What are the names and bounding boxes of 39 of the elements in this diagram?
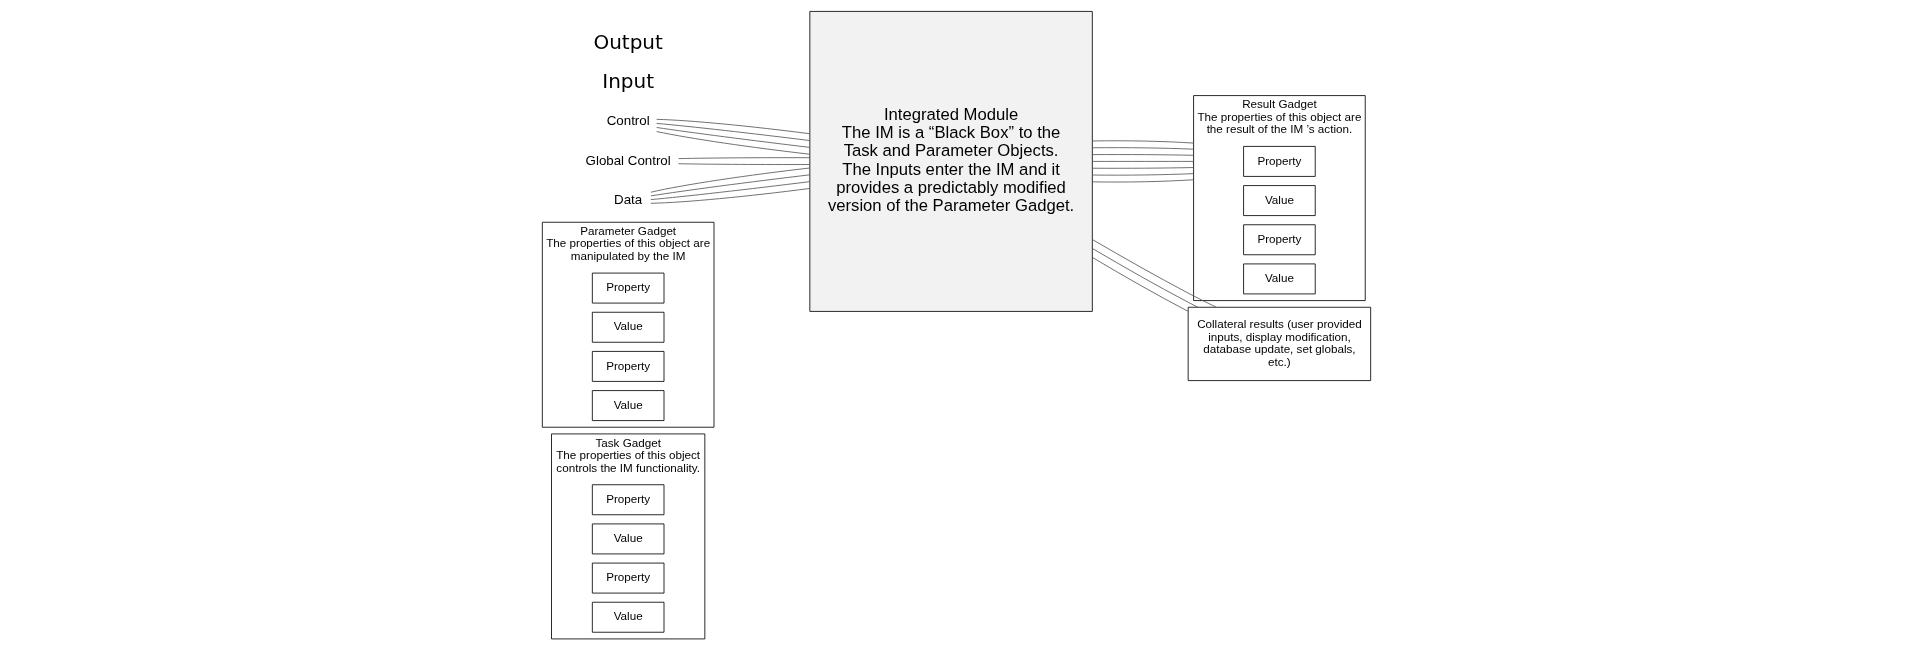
connector <box>656 131 810 155</box>
node-box: Property <box>1243 224 1316 256</box>
node-box: Value <box>591 390 665 421</box>
connector <box>650 167 811 193</box>
node-box: Value <box>1243 185 1316 216</box>
node-box: Collateral results (user provided inputs, display modification, database update, set globals, etc.) <box>1187 306 1372 381</box>
node-box: Value <box>591 523 665 555</box>
connector <box>678 163 811 165</box>
node-box: Property <box>591 484 665 516</box>
connector <box>650 181 811 200</box>
node-text: Control <box>606 113 650 129</box>
connector <box>1091 154 1194 156</box>
node-text: Data <box>614 191 643 207</box>
label: Output <box>593 30 663 55</box>
connector <box>1091 140 1194 144</box>
node-box: Property <box>591 351 665 382</box>
connector <box>650 174 811 197</box>
connector <box>1092 257 1189 312</box>
connector <box>1091 161 1194 162</box>
connector <box>1091 173 1194 176</box>
node-box: Value <box>1243 263 1316 295</box>
connector <box>650 188 811 204</box>
connector <box>1092 248 1199 308</box>
connector <box>656 118 810 135</box>
node-box: Value <box>591 601 665 633</box>
node-box: Integrated Module The IM is a “Black Box” to the Task and Parameter Objects. The Inputs enter the IM and it provides a predictably modified version of the Parameter Gadget. <box>809 11 1093 312</box>
node-box: Property <box>591 272 665 304</box>
node-box: Property <box>1243 146 1316 177</box>
node-box: Property <box>591 562 665 594</box>
connector <box>656 127 810 148</box>
connector <box>678 157 811 160</box>
node-box: Value <box>591 311 665 343</box>
connector <box>656 123 810 141</box>
node-text: Global Control <box>585 152 671 168</box>
connector <box>1092 239 1217 308</box>
connector <box>1091 147 1194 150</box>
connector <box>1091 179 1194 183</box>
connector <box>1091 167 1194 169</box>
label: Input <box>602 69 655 94</box>
